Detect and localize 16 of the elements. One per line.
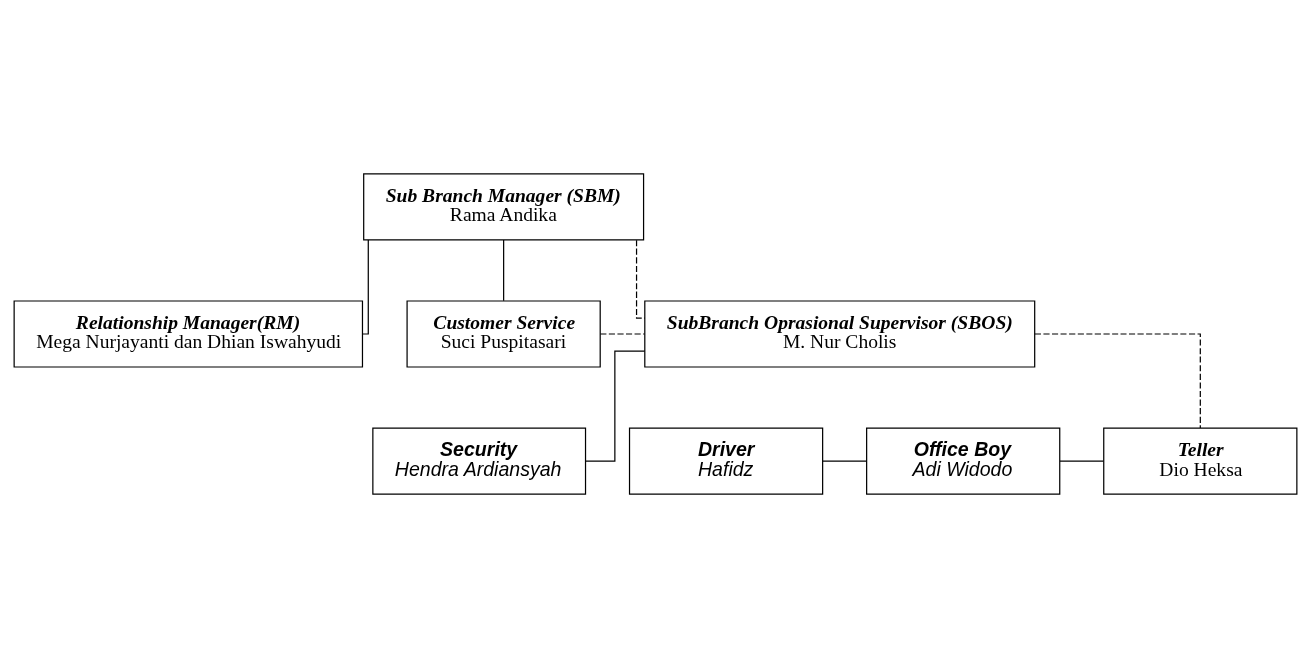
connector <box>822 460 867 462</box>
node-box: SubBranch Oprasional Supervisor (SBOS) M. Nur Cholis <box>644 299 1036 368</box>
connector <box>362 238 369 335</box>
node-box: Driver Hafidz <box>628 427 824 495</box>
node-box: Sub Branch Manager (SBM) Rama Andika <box>363 172 645 240</box>
node-box: Relationship Manager(RM) Mega Nurjayanti dan Dhian Iswahyudi <box>13 299 364 368</box>
connector <box>1034 332 1201 429</box>
connector <box>585 350 646 462</box>
node-box: Teller Dio Heksa <box>1103 427 1298 495</box>
connector <box>635 239 646 319</box>
node-box: Customer Service Suci Puspitasari <box>406 299 601 368</box>
connector <box>1059 460 1105 462</box>
node-box: Security Hendra Ardiansyah <box>372 427 587 495</box>
node-box: Office Boy Adi Widodo <box>866 427 1061 495</box>
connector <box>599 332 646 335</box>
connector <box>503 238 505 301</box>
